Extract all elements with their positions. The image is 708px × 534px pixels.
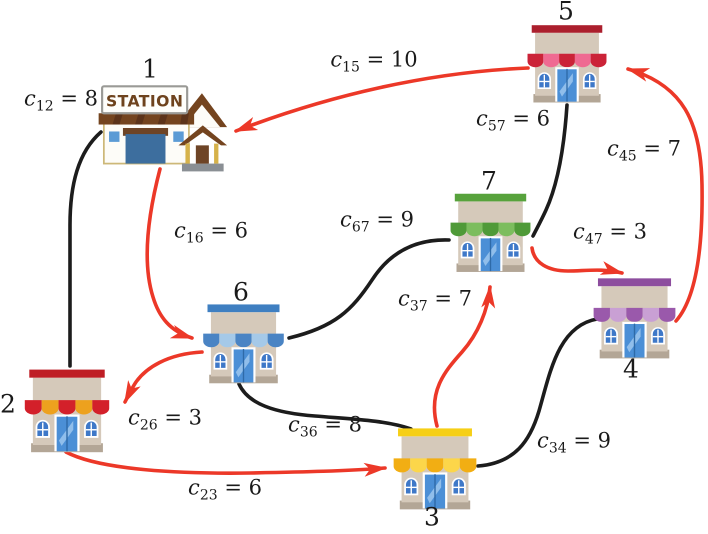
node-4-shop bbox=[591, 274, 678, 361]
awning-stripe bbox=[267, 333, 284, 348]
edge-c16 bbox=[145, 167, 194, 340]
awning-stripe bbox=[426, 458, 444, 473]
edge-label-c34: c34 = 9 bbox=[537, 428, 611, 457]
awning-stripe bbox=[58, 400, 76, 415]
awning-stripe bbox=[593, 307, 610, 322]
node-3-shop bbox=[391, 424, 479, 512]
station-icon: STATION bbox=[98, 85, 228, 172]
shop-window bbox=[451, 477, 466, 496]
awning-stripe bbox=[75, 400, 93, 415]
awning-stripe bbox=[459, 458, 477, 473]
station-window bbox=[173, 131, 184, 142]
shop-window bbox=[604, 327, 618, 345]
edge-c37 bbox=[432, 285, 496, 428]
edge-c15 bbox=[234, 66, 530, 133]
edge-c67 bbox=[287, 238, 451, 340]
node-label-7: 7 bbox=[481, 166, 497, 196]
awning-stripe bbox=[443, 458, 460, 473]
edge-label-c23: c23 = 6 bbox=[188, 475, 262, 504]
edge-c36 bbox=[237, 382, 413, 431]
awning-stripe bbox=[626, 307, 643, 322]
edge-c34 bbox=[476, 317, 599, 468]
awning-stripe bbox=[235, 333, 252, 348]
edge-label-c67: c67 = 9 bbox=[340, 207, 414, 236]
station-sign bbox=[101, 85, 189, 115]
node-1-station: STATION bbox=[96, 82, 228, 174]
shop-window bbox=[506, 241, 521, 259]
shop-window bbox=[35, 419, 50, 438]
awning-stripe bbox=[482, 222, 499, 237]
edge-label-c36: c36 = 8 bbox=[288, 412, 362, 441]
edge-c45 bbox=[626, 67, 704, 323]
shop-window bbox=[259, 352, 274, 370]
shop-window bbox=[84, 419, 99, 438]
edge-label-c26: c26 = 3 bbox=[128, 405, 202, 434]
node-label-6: 6 bbox=[233, 277, 249, 307]
awning-stripe bbox=[659, 307, 676, 322]
shop-window bbox=[582, 72, 597, 90]
awning-stripe bbox=[92, 400, 110, 415]
edge-label-c45: c45 = 7 bbox=[607, 136, 681, 165]
awning-stripe bbox=[590, 53, 607, 68]
awning-stripe bbox=[466, 222, 483, 237]
awning-stripe bbox=[574, 53, 591, 68]
node-label-5: 5 bbox=[558, 0, 574, 26]
shop-window bbox=[651, 327, 665, 345]
awning-stripe bbox=[41, 400, 59, 415]
awning-stripe bbox=[609, 307, 627, 322]
edge-c26 bbox=[123, 350, 204, 404]
shop-window bbox=[460, 241, 475, 259]
awning-stripe bbox=[559, 53, 575, 68]
node-label-4: 4 bbox=[623, 354, 639, 384]
shop-window bbox=[213, 352, 228, 370]
edge-label-c15: c15 = 10 bbox=[330, 47, 418, 76]
edge-label-c12: c12 = 8 bbox=[24, 86, 98, 115]
node-7-shop bbox=[448, 190, 533, 274]
edge-label-c57: c57 = 6 bbox=[476, 106, 550, 135]
shop-window bbox=[537, 72, 552, 90]
node-2-shop bbox=[22, 366, 112, 454]
awning-stripe bbox=[450, 222, 467, 237]
edge-label-c47: c47 = 3 bbox=[573, 219, 647, 248]
awning-stripe bbox=[203, 333, 220, 348]
edge-c47 bbox=[530, 246, 624, 275]
awning-stripe bbox=[543, 53, 560, 68]
shop-icon bbox=[450, 193, 531, 272]
edge-c57 bbox=[531, 103, 569, 238]
node-label-1: 1 bbox=[142, 54, 158, 84]
shop-icon bbox=[203, 304, 284, 384]
node-label-2: 2 bbox=[0, 389, 16, 419]
awning-stripe bbox=[24, 400, 42, 415]
shop-icon bbox=[24, 369, 110, 453]
awning-stripe bbox=[527, 53, 544, 68]
awning-stripe bbox=[410, 458, 427, 473]
shop-icon bbox=[593, 278, 676, 359]
shop-icon bbox=[527, 25, 607, 103]
awning-stripe bbox=[514, 222, 531, 237]
node-label-3: 3 bbox=[424, 502, 440, 532]
station-window bbox=[109, 131, 120, 142]
edge-label-c16: c16 = 6 bbox=[174, 218, 248, 247]
awning-stripe bbox=[642, 307, 660, 322]
awning-stripe bbox=[251, 333, 268, 348]
station-door bbox=[125, 134, 166, 164]
shop-window bbox=[404, 477, 419, 496]
shop-icon bbox=[393, 428, 477, 510]
awning-stripe bbox=[393, 458, 411, 473]
awning-stripe bbox=[498, 222, 515, 237]
station-sign-text: STATION bbox=[106, 92, 183, 110]
node-6-shop bbox=[199, 301, 288, 385]
edge-label-c37: c37 = 7 bbox=[398, 286, 472, 315]
edge-c12 bbox=[68, 130, 103, 368]
awning-stripe bbox=[219, 333, 236, 348]
node-5-shop bbox=[525, 21, 609, 105]
edge-c23 bbox=[64, 450, 387, 477]
